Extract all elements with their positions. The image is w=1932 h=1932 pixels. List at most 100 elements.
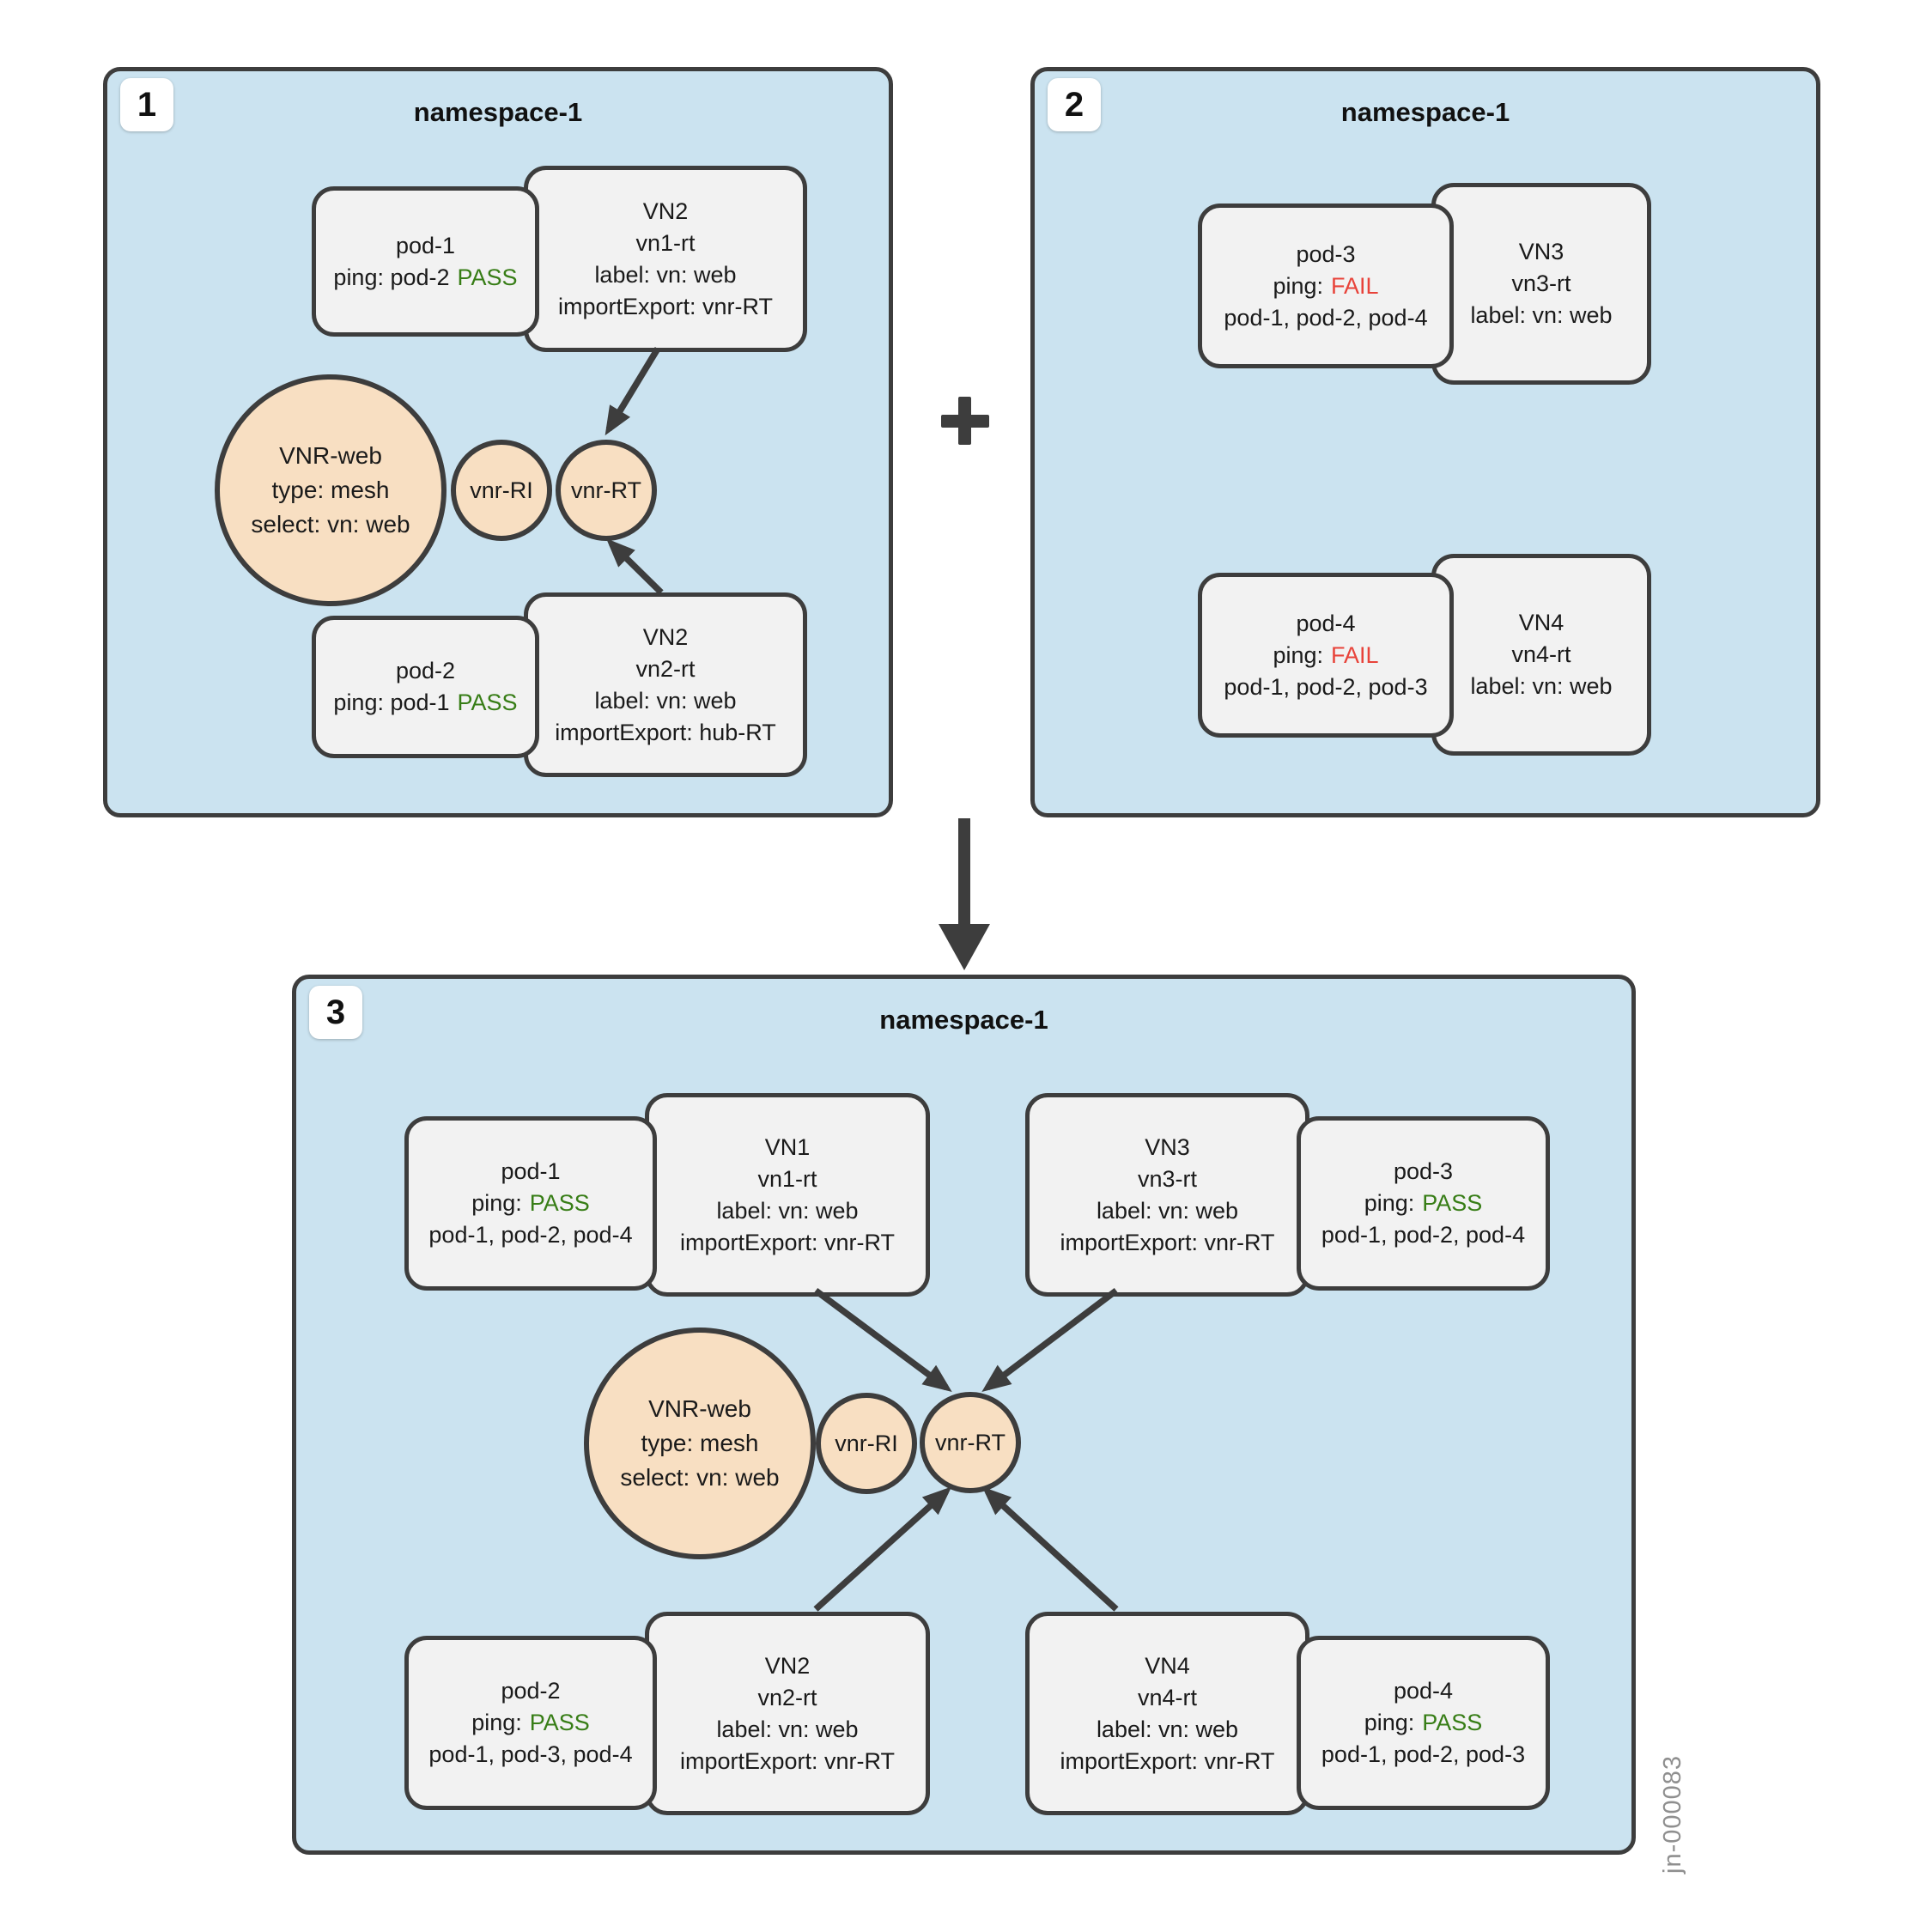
vn-title: VN2	[642, 197, 689, 224]
vnr-select: select: vn: web	[251, 511, 410, 538]
vn-title: VN4	[1145, 1652, 1190, 1679]
ping-status: FAIL	[1331, 272, 1379, 299]
pod-name: pod-3	[1296, 240, 1356, 267]
vn-node-vn2-rt: VN2 vn2-rt label: vn: web importExport: …	[524, 592, 807, 777]
ping-label: ping:	[471, 1710, 522, 1735]
vn-node-vn4-rt: VN4 vn4-rt label: vn: web importExport: …	[1025, 1612, 1309, 1815]
vn-label: label: vn: web	[716, 1716, 859, 1742]
panel-3-number-badge: 3	[309, 986, 362, 1039]
vn-node-vn3-rt: VN3 vn3-rt label: vn: web	[1431, 183, 1651, 385]
ping-status: PASS	[529, 1190, 590, 1216]
vn-import-export: importExport: vnr-RT	[1060, 1229, 1275, 1255]
vn-rt: vn3-rt	[1137, 1165, 1198, 1192]
pod-ping-line: ping: PASS	[1364, 1188, 1483, 1219]
vnr-web-circle: VNR-web type: mesh select: vn: web	[584, 1327, 816, 1559]
vn-label: label: vn: web	[1470, 673, 1613, 699]
panel-2-title: namespace-1	[1340, 97, 1510, 127]
pod-peers: pod-1, pod-2, pod-3	[1321, 1741, 1526, 1767]
pod-node-pod3: pod-3 ping: PASS pod-1, pod-2, pod-4	[1297, 1116, 1550, 1291]
ping-status: FAIL	[1331, 641, 1379, 668]
pod-ping-line: ping: PASS	[471, 1707, 590, 1739]
vn-title: VN3	[1145, 1133, 1190, 1160]
vnr-web-circle: VNR-web type: mesh select: vn: web	[215, 374, 447, 606]
pod-ping-line: ping: PASS	[1364, 1707, 1483, 1739]
vnr-ri-circle: vnr-RI	[816, 1393, 917, 1494]
pod-peers: pod-1, pod-3, pod-4	[428, 1741, 633, 1767]
vn-label: label: vn: web	[1096, 1716, 1239, 1742]
vn-node-vn4-rt: VN4 vn4-rt label: vn: web	[1431, 554, 1651, 756]
vn-import-export: importExport: vnr-RT	[1060, 1747, 1275, 1774]
pod-node-pod1: pod-1 ping: pod-2 PASS	[312, 186, 539, 337]
panel-1: 1 namespace-1 VN2 vn1-rt label: vn: web …	[103, 67, 893, 817]
panel-3: 3 namespace-1 pod-1 ping: PASS pod-1, po…	[292, 975, 1636, 1855]
vn-title: VN2	[642, 623, 689, 650]
pod-node-pod2: pod-2 ping: PASS pod-1, pod-3, pod-4	[404, 1636, 657, 1810]
pod-peers: pod-1, pod-2, pod-3	[1224, 673, 1428, 700]
merge-down-arrow-icon	[939, 818, 990, 970]
vn-rt: vn4-rt	[1137, 1684, 1198, 1710]
pod-node-pod2: pod-2 ping: pod-1 PASS	[312, 616, 539, 758]
plus-icon	[941, 397, 989, 445]
vnr-ri-circle: vnr-RI	[451, 440, 552, 541]
ping-label: ping:	[1273, 272, 1324, 299]
vn-title: VN3	[1518, 239, 1564, 264]
ping-label: ping:	[1364, 1710, 1415, 1735]
vn-rt: vn1-rt	[757, 1165, 817, 1192]
pod-name: pod-2	[501, 1678, 561, 1704]
vn-node-vn3-rt: VN3 vn3-rt label: vn: web importExport: …	[1025, 1093, 1309, 1297]
panel-3-title: namespace-1	[879, 1005, 1048, 1035]
vn-import-export: importExport: vnr-RT	[679, 1229, 896, 1255]
vn-label: label: vn: web	[716, 1197, 859, 1224]
vn-rt: vn3-rt	[1511, 270, 1571, 296]
vnr-rt-circle: vnr-RT	[920, 1392, 1021, 1493]
vn-rt: vn1-rt	[635, 229, 696, 256]
vn-import-export: importExport: vnr-RT	[679, 1747, 896, 1774]
pod-name: pod-2	[395, 658, 456, 683]
vnr-select: select: vn: web	[620, 1464, 780, 1491]
vn-import-export: importExport: hub-RT	[555, 719, 776, 745]
panel-2-number-badge: 2	[1048, 78, 1101, 131]
pod-node-pod4: pod-4 ping: PASS pod-1, pod-2, pod-3	[1297, 1636, 1550, 1810]
vn-node-vn1-rt: VN1 vn1-rt label: vn: web importExport: …	[645, 1093, 930, 1297]
ping-status: PASS	[529, 1710, 590, 1735]
panel-2: 2 namespace-1 VN3 vn3-rt label: vn: web …	[1030, 67, 1820, 817]
pod-ping-line: ping: PASS	[471, 1188, 590, 1219]
pod-name: pod-1	[501, 1158, 561, 1184]
ping-label: ping:	[1273, 641, 1324, 668]
figure-id-watermark: jn-000083	[1659, 1755, 1686, 1874]
pod-ping-line: ping: pod-1 PASS	[333, 687, 517, 719]
vnr-type: type: mesh	[641, 1430, 759, 1456]
ping-label: ping:	[471, 1190, 522, 1216]
ping-status: PASS	[1422, 1190, 1483, 1216]
vnr-type: type: mesh	[271, 477, 390, 503]
vnr-name: VNR-web	[648, 1395, 751, 1422]
vn-rt: vn2-rt	[757, 1684, 817, 1710]
pod-peers: pod-1, pod-2, pod-4	[428, 1222, 633, 1248]
vn-label: label: vn: web	[1470, 302, 1613, 328]
panel-1-number-badge: 1	[120, 78, 173, 131]
pod-node-pod1: pod-1 ping: PASS pod-1, pod-2, pod-4	[404, 1116, 657, 1291]
pod-name: pod-3	[1393, 1158, 1454, 1184]
pod-peers: pod-1, pod-2, pod-4	[1224, 304, 1428, 331]
vn-title: VN4	[1518, 610, 1564, 635]
pod-ping-line: ping: FAIL	[1273, 270, 1378, 302]
vn-title: VN2	[764, 1652, 811, 1679]
vn-import-export: importExport: vnr-RT	[557, 293, 774, 319]
pod-node-pod4: pod-4 ping: FAIL pod-1, pod-2, pod-3	[1198, 573, 1454, 738]
vnr-name: VNR-web	[279, 442, 382, 469]
pod-node-pod3: pod-3 ping: FAIL pod-1, pod-2, pod-4	[1198, 204, 1454, 368]
ping-status: PASS	[457, 264, 518, 290]
vn-rt: vn2-rt	[635, 655, 696, 682]
vn-node-vn2-rt: VN2 vn2-rt label: vn: web importExport: …	[645, 1612, 930, 1815]
ping-status: PASS	[1422, 1710, 1483, 1735]
ping-label: ping:	[1364, 1190, 1415, 1216]
pod-ping-line: ping: pod-2 PASS	[333, 262, 517, 294]
vn-label: label: vn: web	[594, 687, 737, 714]
vnr-rt-circle: vnr-RT	[556, 440, 657, 541]
pod-peers: pod-1, pod-2, pod-4	[1321, 1222, 1526, 1248]
pod-name: pod-4	[1393, 1678, 1454, 1704]
pod-name: pod-4	[1296, 610, 1356, 636]
vn-node-vn1-rt: VN2 vn1-rt label: vn: web importExport: …	[524, 166, 807, 352]
ping-status: PASS	[457, 690, 518, 715]
